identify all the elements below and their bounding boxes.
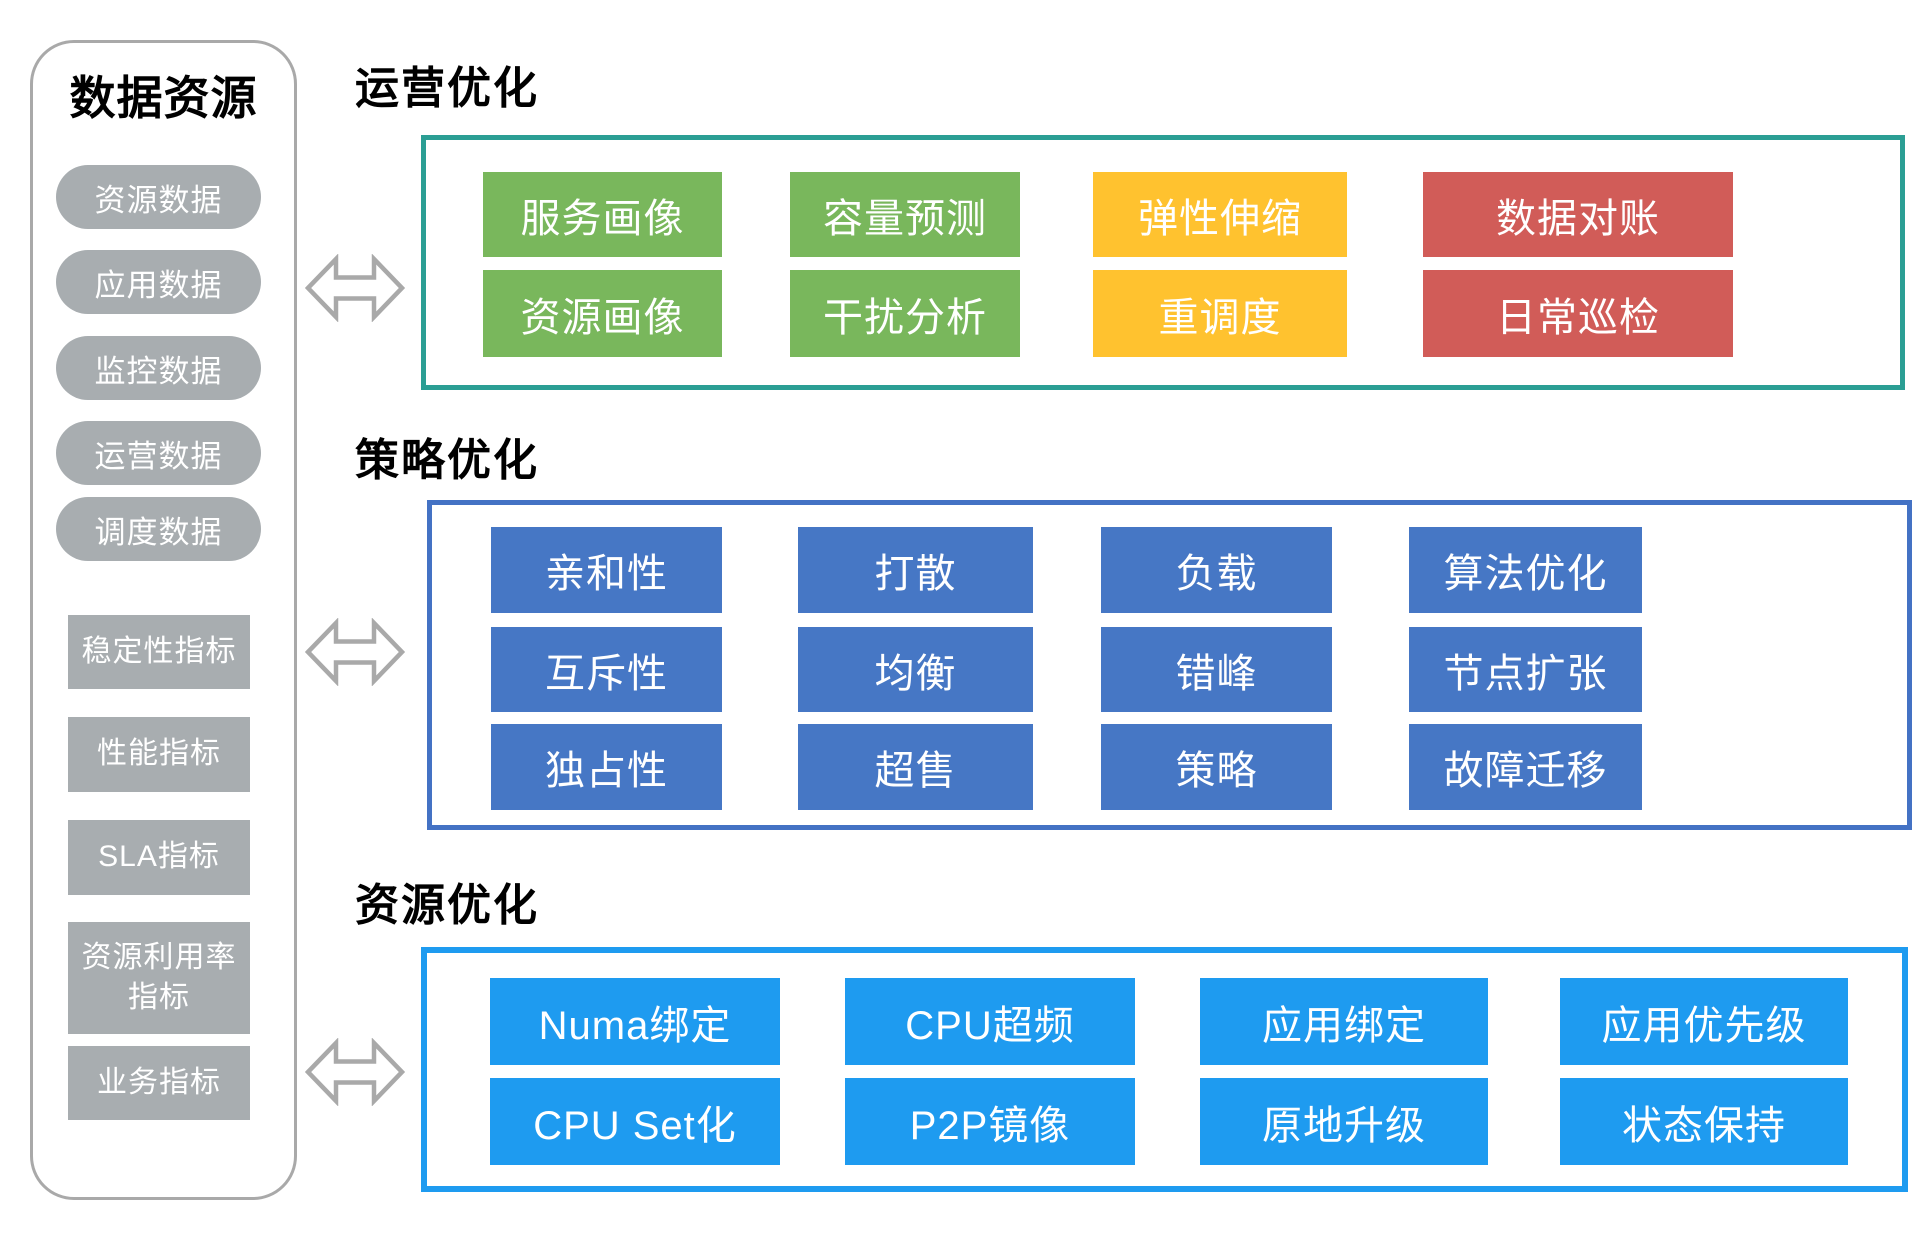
capability-button: 干扰分析 — [790, 270, 1020, 357]
capability-button: 状态保持 — [1560, 1078, 1848, 1165]
capability-button: 互斥性 — [491, 627, 722, 712]
capability-button: 应用优先级 — [1560, 978, 1848, 1065]
capability-button: Numa绑定 — [490, 978, 780, 1065]
capability-button: P2P镜像 — [845, 1078, 1135, 1165]
capability-button: 均衡 — [798, 627, 1033, 712]
data-source-pill: 运营数据 — [56, 421, 261, 485]
capability-button: 数据对账 — [1423, 172, 1733, 257]
section-title-strategy: 策略优化 — [355, 436, 539, 485]
bidirectional-arrow-icon — [305, 1038, 405, 1106]
capability-button: 错峰 — [1101, 627, 1332, 712]
capability-button: 超售 — [798, 724, 1033, 810]
capability-button: 负载 — [1101, 527, 1332, 613]
data-resources-title: 数据资源 — [69, 72, 258, 124]
capability-button: 日常巡检 — [1423, 270, 1733, 357]
capability-button: 资源画像 — [483, 270, 722, 357]
data-source-pill: 调度数据 — [56, 497, 261, 561]
section-title-resource: 资源优化 — [355, 881, 539, 930]
metric-box: 业务指标 — [68, 1046, 250, 1120]
capability-button: 故障迁移 — [1409, 724, 1642, 810]
data-source-pill: 监控数据 — [56, 336, 261, 400]
capability-button: CPU Set化 — [490, 1078, 780, 1165]
capability-button: 重调度 — [1093, 270, 1347, 357]
data-source-pill: 应用数据 — [56, 250, 261, 314]
bidirectional-arrow-icon — [305, 254, 405, 322]
capability-button: 策略 — [1101, 724, 1332, 810]
capability-button: CPU超频 — [845, 978, 1135, 1065]
capability-button: 打散 — [798, 527, 1033, 613]
section-title-operations: 运营优化 — [355, 64, 539, 113]
capability-button: 应用绑定 — [1200, 978, 1488, 1065]
capability-button: 弹性伸缩 — [1093, 172, 1347, 257]
metric-box: 资源利用率指标 — [68, 922, 250, 1034]
capability-button: 节点扩张 — [1409, 627, 1642, 712]
capability-button: 独占性 — [491, 724, 722, 810]
capability-button: 算法优化 — [1409, 527, 1642, 613]
capability-button: 原地升级 — [1200, 1078, 1488, 1165]
capability-button: 容量预测 — [790, 172, 1020, 257]
capability-button: 亲和性 — [491, 527, 722, 613]
capability-button: 服务画像 — [483, 172, 722, 257]
bidirectional-arrow-icon — [305, 618, 405, 686]
data-source-pill: 资源数据 — [56, 165, 261, 229]
metric-box: SLA指标 — [68, 820, 250, 895]
metric-box: 性能指标 — [68, 717, 250, 792]
metric-box: 稳定性指标 — [68, 615, 250, 689]
